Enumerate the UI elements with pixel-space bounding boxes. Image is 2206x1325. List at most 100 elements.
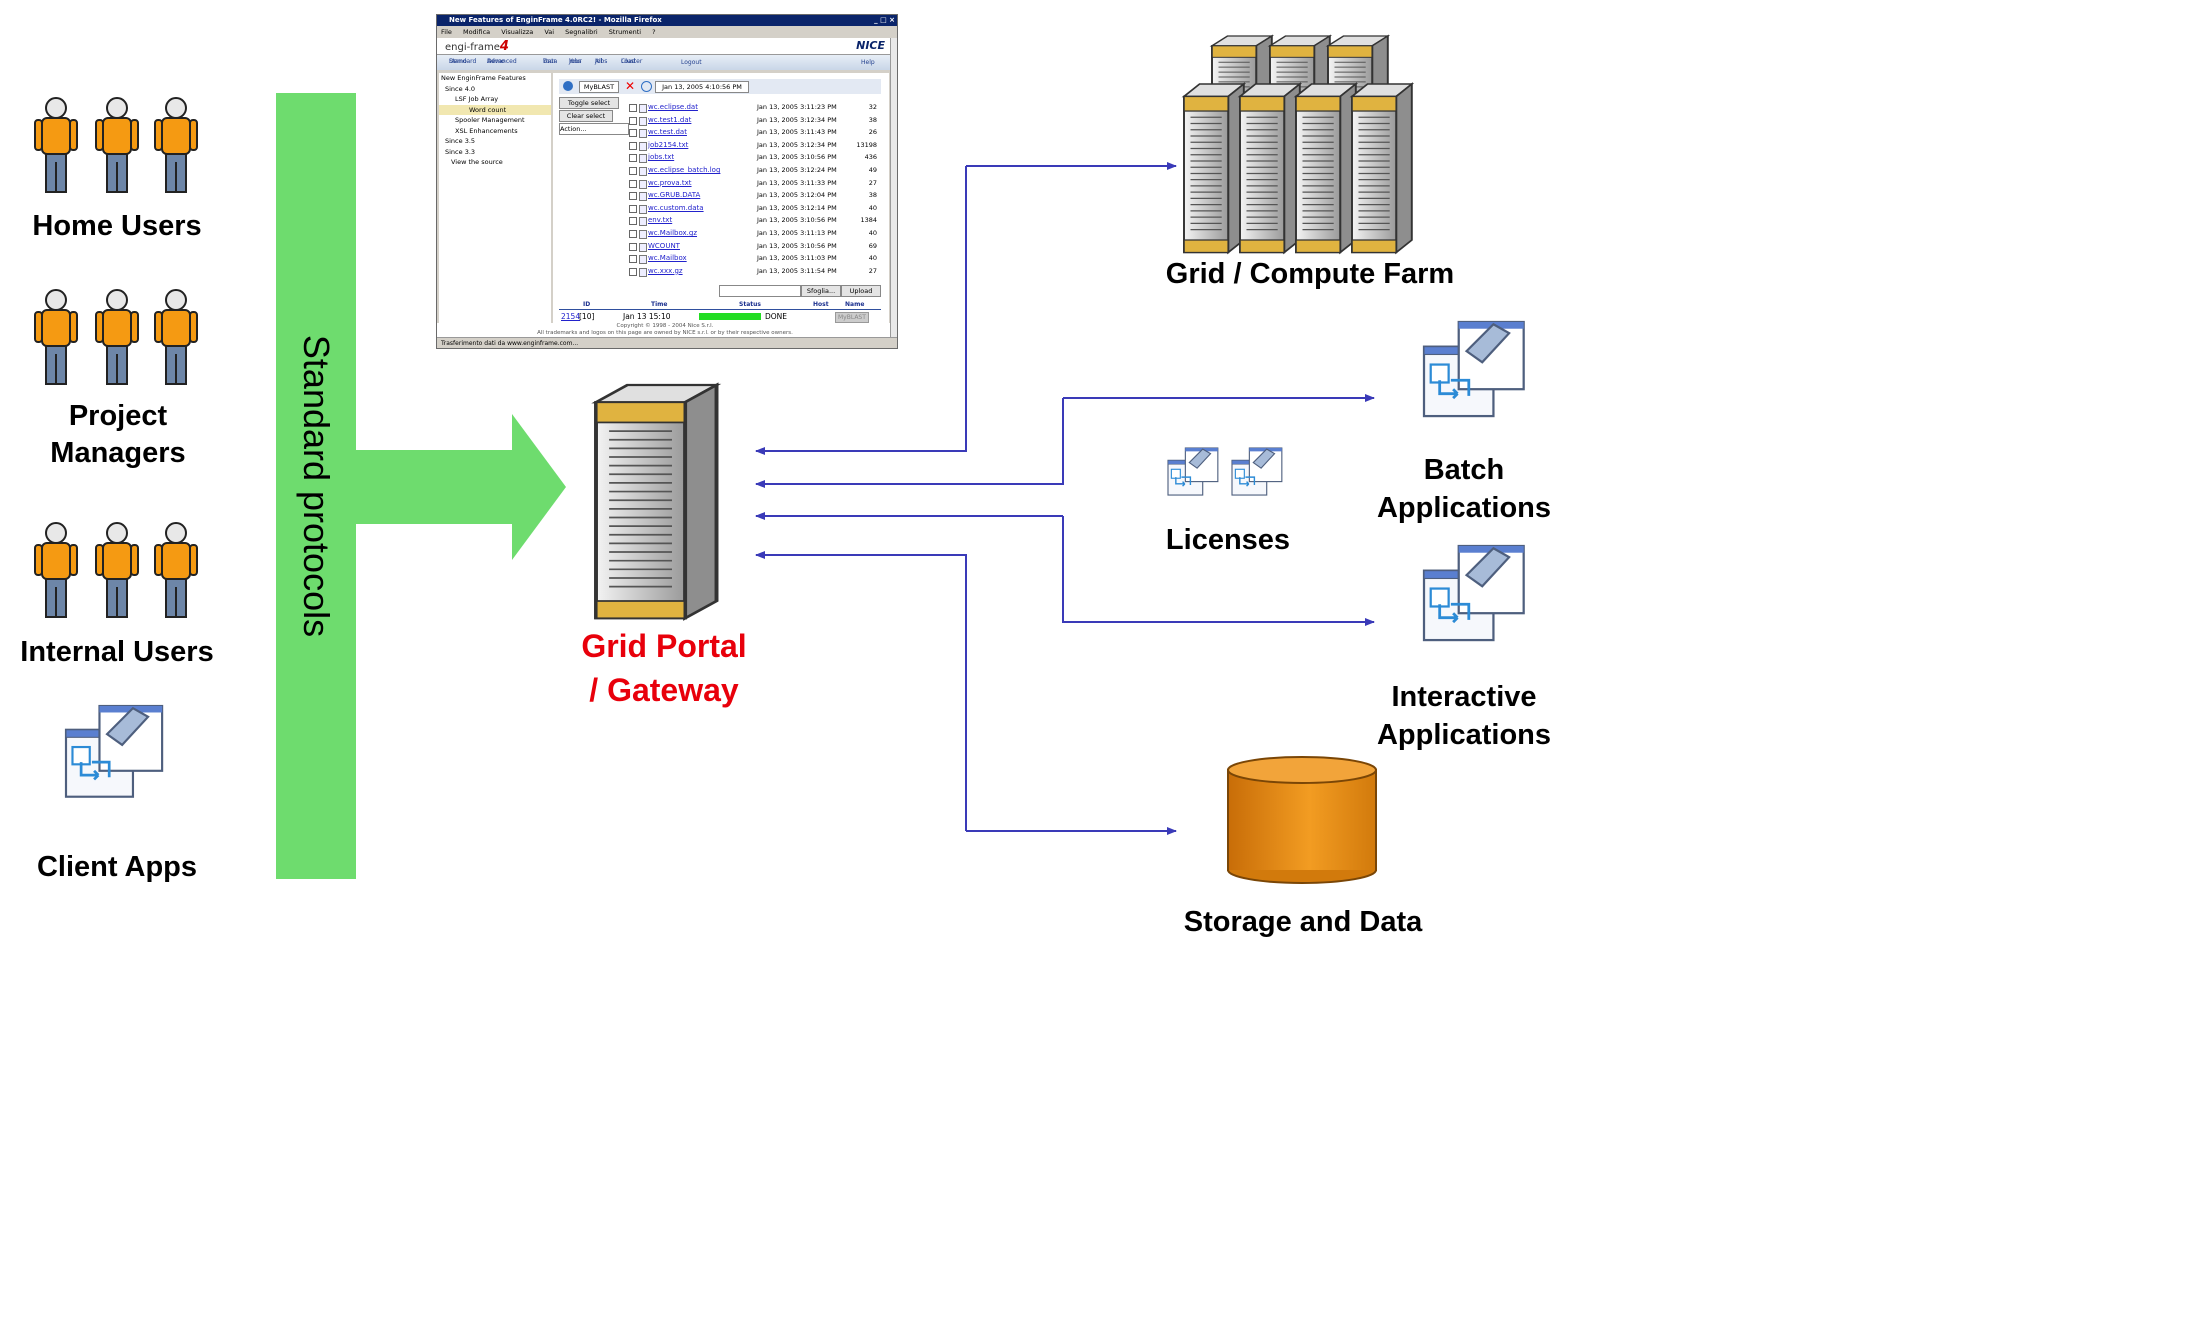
nav-help[interactable]: Help: [861, 59, 875, 66]
file-checkbox[interactable]: [629, 242, 637, 251]
tree-item[interactable]: Spooler Management: [455, 116, 525, 124]
home-users-icons: [34, 97, 198, 193]
file-date: Jan 13, 2005 3:10:56 PM: [757, 153, 837, 162]
spooler-toolbar: MyBLAST ✕ Jan 13, 2005 4:10:56 PM: [559, 79, 881, 94]
tree-item[interactable]: Since 4.0: [445, 84, 476, 93]
file-date: Jan 13, 2005 3:12:14 PM: [757, 203, 837, 212]
menu-segnalibri[interactable]: Segnalibri: [565, 28, 598, 36]
clock-icon: [641, 81, 652, 92]
file-checkbox[interactable]: [629, 116, 637, 125]
file-name-link[interactable]: env.txt: [648, 216, 673, 225]
interactive-applications-label-line2: Applications: [1376, 719, 1551, 751]
file-checkbox[interactable]: [629, 104, 637, 112]
clear-select-button[interactable]: Clear select: [559, 110, 613, 122]
upload-path-input[interactable]: [719, 285, 801, 297]
file-checkbox[interactable]: [629, 179, 637, 188]
client-apps-label: Client Apps: [36, 851, 198, 883]
delete-icon[interactable]: ✕: [625, 79, 636, 93]
file-date: Jan 13, 2005 3:11:33 PM: [757, 178, 837, 187]
file-name-link[interactable]: job2154.txt: [648, 140, 689, 149]
date-select[interactable]: Jan 13, 2005 4:10:56 PM: [655, 81, 749, 93]
file-checkbox[interactable]: [629, 267, 637, 276]
file-size: 40: [868, 203, 877, 212]
compute-farm-icon: [1183, 35, 1413, 254]
file-name-link[interactable]: jobs.txt: [648, 153, 675, 162]
file-name-link[interactable]: wc.Mailbox.gz: [648, 229, 698, 237]
menu-help[interactable]: ?: [652, 28, 656, 36]
file-date: Jan 13, 2005 3:11:23 PM: [757, 103, 837, 111]
job-progress-fill: [699, 313, 761, 320]
storage-icon: [1227, 756, 1377, 884]
tree-item[interactable]: Since 3.3: [445, 147, 476, 156]
tree-item[interactable]: LSF Job Array: [455, 95, 499, 103]
file-checkbox[interactable]: [629, 129, 637, 138]
file-date: Jan 13, 2005 3:11:43 PM: [757, 128, 837, 137]
file-size: 69: [868, 241, 877, 250]
file-checkbox[interactable]: [629, 141, 637, 150]
file-icon: [639, 217, 647, 227]
job-time: Jan 13 15:10: [623, 312, 671, 321]
file-icon: [639, 230, 647, 239]
action-select[interactable]: Action...: [559, 123, 629, 135]
file-checkbox[interactable]: [629, 204, 637, 213]
menu-visualizza[interactable]: Visualizza: [501, 28, 534, 36]
file-size: 40: [868, 229, 877, 237]
licenses-label: Licenses: [1165, 524, 1291, 556]
file-checkbox[interactable]: [629, 255, 637, 264]
refresh-icon[interactable]: [563, 81, 573, 91]
file-icon: [639, 179, 647, 189]
gateway-label-line1: Grid Portal: [581, 628, 747, 664]
tree-item[interactable]: XSL Enhancements: [455, 126, 518, 135]
tree-item[interactable]: Since 3.5: [445, 137, 476, 145]
storage-label: Storage and Data: [1183, 906, 1423, 938]
nav-logout[interactable]: Logout: [681, 59, 702, 66]
features-tree: New EnginFrame Features Since 4.0 LSF Jo…: [439, 73, 551, 323]
menu-vai[interactable]: Vai: [544, 28, 555, 36]
file-icon: [639, 129, 647, 139]
jobs-col-host: Host: [813, 301, 829, 308]
browser-title: New Features of EnginFrame 4.0RC2! - Moz…: [449, 16, 662, 24]
spooler-name: MyBLAST: [579, 81, 619, 93]
tree-item-selected[interactable]: Word count: [439, 104, 551, 115]
internal-users-icons: [34, 522, 198, 618]
tree-item[interactable]: New EnginFrame Features: [441, 74, 526, 82]
browse-button[interactable]: Sfoglia...: [801, 285, 841, 297]
file-name-link[interactable]: wc.GRUB.DATA: [648, 191, 701, 200]
file-checkbox[interactable]: [629, 167, 637, 175]
client-apps-icon: [64, 704, 164, 799]
enginframe-header: engi-frame4 NICE: [437, 38, 893, 55]
file-name-link[interactable]: wc.custom.data: [648, 203, 704, 212]
file-checkbox[interactable]: [629, 154, 637, 163]
file-checkbox[interactable]: [629, 192, 637, 201]
file-name-link[interactable]: wc.eclipse.dat: [648, 103, 698, 111]
connectors: [755, 162, 1375, 835]
file-checkbox[interactable]: [629, 230, 637, 238]
browser-scrollbar[interactable]: [890, 38, 897, 337]
file-name-link[interactable]: wc.prova.txt: [648, 178, 692, 187]
file-date: Jan 13, 2005 3:12:04 PM: [757, 191, 837, 200]
tree-item[interactable]: View the source: [451, 158, 503, 166]
project-managers-icons: [34, 289, 198, 385]
file-name-link[interactable]: WCOUNT: [648, 241, 680, 250]
menu-modifica[interactable]: Modifica: [462, 28, 491, 36]
file-name-link[interactable]: wc.Mailbox: [648, 254, 687, 263]
window-controls-icon[interactable]: _ □ ×: [874, 16, 895, 24]
toggle-select-button[interactable]: Toggle select: [559, 97, 619, 109]
file-name-link[interactable]: wc.test1.dat: [648, 115, 692, 124]
job-progress-bar: [699, 313, 761, 320]
file-name-link[interactable]: wc.test.dat: [648, 128, 687, 137]
nice-logo: NICE: [856, 39, 885, 52]
job-id-link[interactable]: 2154: [561, 312, 581, 321]
upload-button[interactable]: Upload: [841, 285, 881, 297]
menu-strumenti[interactable]: Strumenti: [608, 28, 642, 36]
file-size: 38: [868, 115, 877, 124]
menu-file[interactable]: File: [441, 28, 452, 36]
file-name-link[interactable]: wc.eclipse_batch.log: [648, 166, 721, 174]
file-checkbox[interactable]: [629, 217, 637, 226]
file-name-link[interactable]: wc.xxx.gz: [648, 266, 683, 275]
